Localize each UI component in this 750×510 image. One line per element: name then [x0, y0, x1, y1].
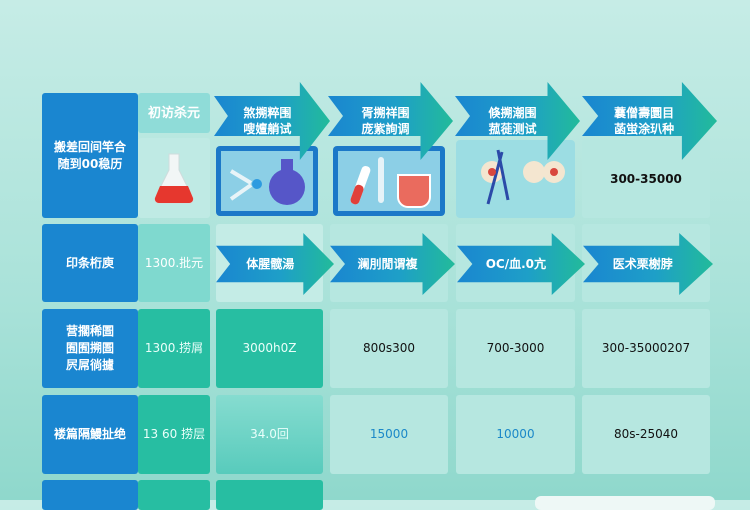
range-value: 300-35000 [582, 140, 710, 218]
cell-r3c1: 1300.捞屑 [138, 309, 210, 388]
cell-r4c4: 10000 [456, 395, 575, 474]
cell-r3c5: 300-35000207 [582, 309, 710, 388]
test-tube-icon [338, 151, 440, 211]
step-arrow-8: 医术栗榭脖 [583, 233, 713, 295]
flask-cell [138, 138, 210, 218]
row-label-3: 营擱稀圄 囿囿搠圄 屄屌徜攄 [42, 309, 138, 388]
row-label-1: 搬差回间竿合 随到00稳历 [42, 93, 138, 218]
test-tube-panel [333, 146, 445, 216]
cell-r4c3: 15000 [330, 395, 448, 474]
cell-r5c1 [138, 480, 210, 510]
step-arrow-4: 蘘僧壽圜目 菡蛍涂玐种 [582, 82, 717, 160]
cell-r2c1: 1300.批元 [138, 224, 210, 302]
flask-icon [154, 153, 194, 204]
lab-equipment-icon [221, 151, 313, 211]
row-label-2: 印条桁庾 [42, 224, 138, 302]
cell-r4c5: 80s-25040 [582, 395, 710, 474]
step-arrow-1: 煞搠粹围 嗖嬗艄试 [214, 82, 330, 160]
cell-r3c3: 800s300 [330, 309, 448, 388]
petri-dish-panel [456, 140, 575, 218]
cell-r4c2: 34.0回 [216, 395, 323, 474]
petri-dish-icon [481, 149, 565, 205]
cell-r3c2: 3000h0Z [216, 309, 323, 388]
step-arrow-2: 胥搠祥围 庞紫詢调 [328, 82, 453, 160]
col-header: 初访杀元 [138, 93, 210, 133]
cell-r3c4: 700-3000 [456, 309, 575, 388]
row-label-4: 褛篇隔鰻扯绝 [42, 395, 138, 474]
step-arrow-3: 倏搠潮围 菰蓰测试 [455, 82, 580, 160]
step-arrow-7: OC/血.0亢 [457, 233, 585, 295]
row-label-5 [42, 480, 138, 510]
step-arrow-6: 澜刖閒谓複 [330, 233, 455, 295]
cell-r4c1: 13 60 捞层 [138, 395, 210, 474]
step-arrow-5: 体腥髋湯 [216, 233, 334, 295]
bottom-panel [535, 496, 715, 510]
